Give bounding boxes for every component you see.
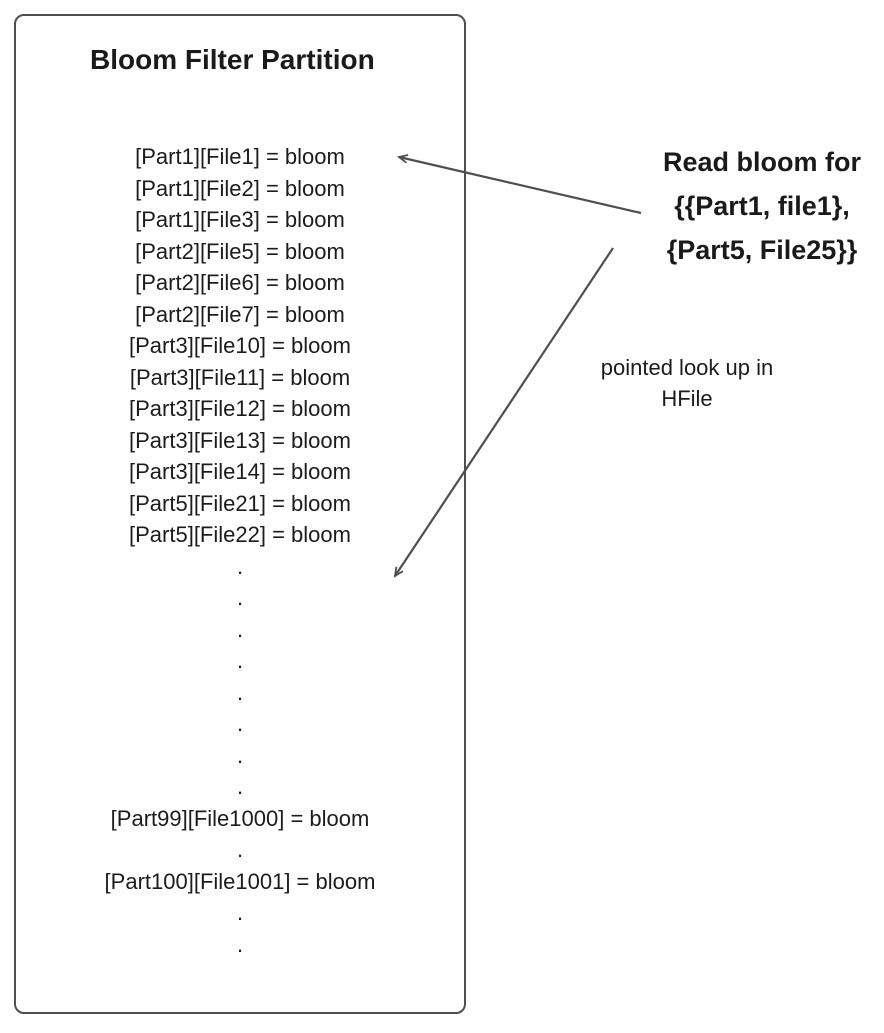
read-bloom-annotation: Read bloom for {{Part1, file1}, {Part5, Fi… (640, 140, 884, 272)
pointed-lookup-annotation: pointed look up in HFile (580, 352, 794, 414)
read-bloom-line: {Part5, File25}} (666, 235, 858, 265)
ellipsis-dot: . (236, 679, 244, 705)
bloom-entry: [Part3][File11] = bloom (129, 364, 351, 390)
bloom-entry: [Part3][File14] = bloom (129, 459, 351, 484)
entry-group-main: [Part1][File1] = bloom [Part1][File2] = b… (16, 141, 464, 551)
ellipsis-dot: . (236, 616, 244, 642)
ellipsis-dot: . (236, 742, 244, 768)
bloom-entry: [Part5][File21] = bloom (129, 490, 351, 516)
bloom-entry: [Part3][File12] = bloom (129, 396, 351, 421)
bloom-entry: [Part3][File10] = bloom (129, 333, 351, 358)
ellipsis-dot: . (236, 585, 244, 610)
bloom-entry: [Part5][File22] = bloom (129, 522, 351, 547)
ellipsis-dot: . (236, 711, 244, 736)
bloom-entry: [Part1][File3] = bloom (135, 207, 345, 232)
read-bloom-line: {{Part1, file1}, (674, 191, 850, 221)
bloom-entry: [Part2][File7] = bloom (135, 301, 345, 327)
bloom-entry: [Part3][File13] = bloom (129, 427, 351, 453)
bloom-entry: [Part2][File6] = bloom (135, 270, 345, 295)
ellipsis-dot: . (236, 648, 244, 673)
pointed-lookup-line: HFile (661, 386, 713, 411)
bloom-entry: [Part2][File5] = bloom (135, 238, 345, 264)
ellipsis-dot: . (236, 900, 244, 925)
ellipsis-dot: . (236, 931, 244, 957)
bloom-entry: [Part1][File1] = bloom (135, 144, 345, 169)
pointed-lookup-line: pointed look up in (600, 355, 774, 380)
bloom-entry: [Part100][File1001] = bloom (104, 868, 376, 894)
ellipsis-group-3: .. (16, 897, 464, 960)
ellipsis-dot: . (236, 837, 244, 862)
box-title: Bloom Filter Partition (90, 44, 375, 75)
read-bloom-line: Read bloom for (662, 147, 861, 177)
bloom-entry: [Part1][File2] = bloom (135, 175, 345, 201)
ellipsis-dot: . (236, 553, 244, 579)
ellipsis-dot: . (236, 774, 244, 799)
ellipsis-group-1: ........ (16, 551, 464, 803)
entry-list: [Part1][File1] = bloom [Part1][File2] = b… (16, 141, 464, 960)
bloom-entry: [Part99][File1000] = bloom (110, 805, 370, 831)
ellipsis-group-2: . (16, 834, 464, 866)
bloom-filter-partition-box: Bloom Filter Partition [Part1][File1] = … (14, 14, 466, 1014)
